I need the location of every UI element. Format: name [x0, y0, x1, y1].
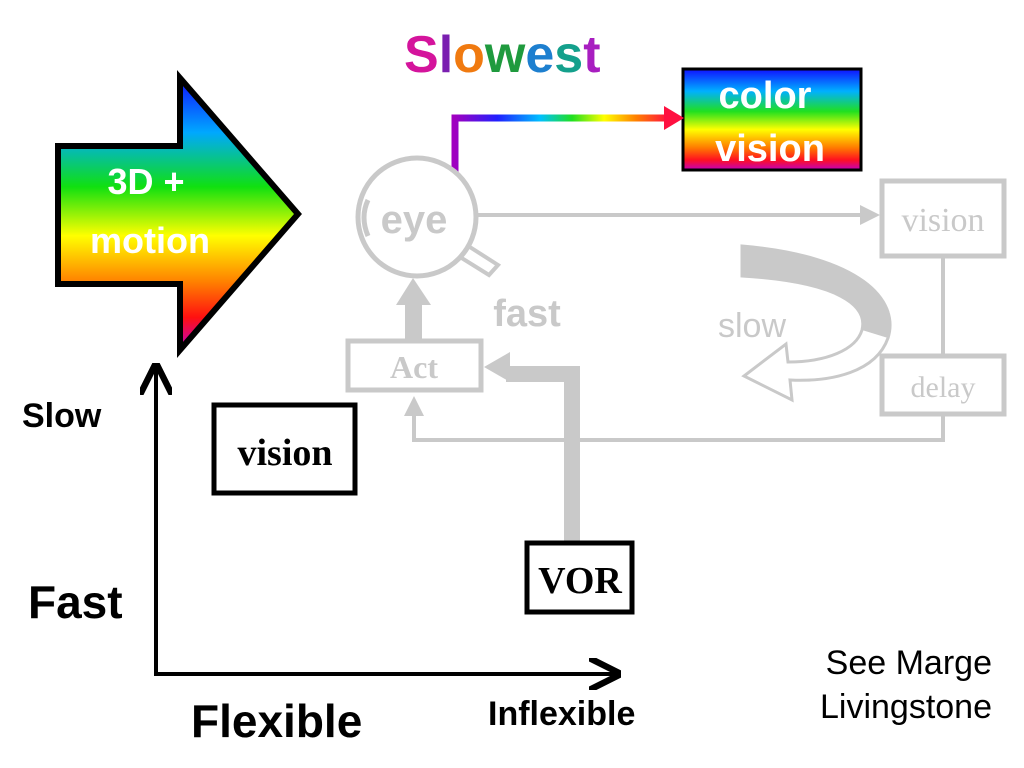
- x-axis-left-label: Flexible: [191, 695, 362, 747]
- vor-box: VOR: [524, 540, 635, 615]
- slowest-letter: l: [439, 26, 453, 84]
- vision-box-label: vision: [237, 432, 332, 474]
- x-axis-right-label: Inflexible: [488, 695, 635, 733]
- axes: [154, 366, 618, 676]
- y-axis-top-label: Slow: [22, 397, 102, 435]
- vor-label: VOR: [538, 560, 622, 602]
- slowest-letter: s: [554, 26, 583, 84]
- act-label: Act: [390, 349, 438, 385]
- color-vision-line1: color: [719, 75, 812, 117]
- fast-label: fast: [493, 293, 561, 335]
- slow-label: slow: [718, 307, 786, 345]
- eye-label: eye: [381, 198, 448, 242]
- slowest-letter: S: [404, 26, 439, 84]
- rainbow-connector-arrow: [451, 106, 684, 178]
- delay-label: delay: [911, 371, 976, 404]
- slowest-letter: o: [453, 26, 485, 84]
- delay-to-act-feedback: [404, 396, 945, 442]
- vision-box: vision: [211, 402, 358, 496]
- slowest-letter: w: [484, 26, 526, 84]
- credit-line1: See Marge: [826, 644, 992, 682]
- 3d-motion-label-line1: 3D +: [107, 161, 184, 202]
- credit-line2: Livingstone: [820, 688, 992, 726]
- slowest-letter: t: [583, 26, 600, 84]
- act-box: Act: [345, 338, 484, 393]
- vision-right-box: vision: [879, 178, 1007, 259]
- slow-curved-arrow: slow: [718, 244, 892, 403]
- 3d-motion-label-line2: motion: [90, 220, 210, 261]
- color-vision-box: color vision: [681, 67, 863, 172]
- eye-icon: eye: [355, 155, 502, 279]
- vision-right-label: vision: [901, 202, 984, 239]
- vor-to-act-arrow: [484, 352, 580, 541]
- 3d-motion-arrow: 3D + motion: [55, 69, 302, 359]
- color-vision-line2: vision: [715, 128, 825, 170]
- slowest-title: Slowest: [404, 26, 601, 84]
- slowest-letter: e: [525, 26, 554, 84]
- delay-box: delay: [879, 353, 1007, 417]
- y-axis-bottom-label: Fast: [28, 576, 123, 628]
- act-to-eye-arrow: [396, 278, 431, 341]
